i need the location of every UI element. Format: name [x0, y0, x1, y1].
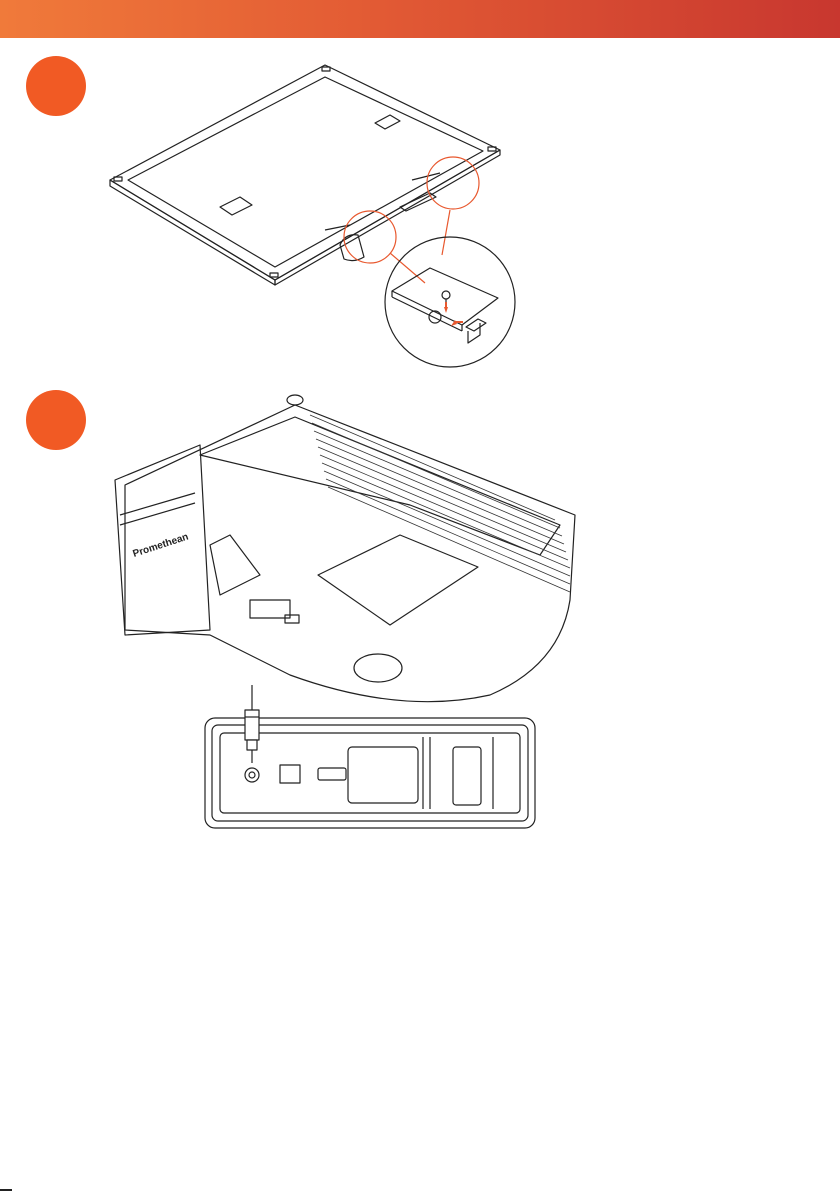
step-1-marker [26, 56, 86, 116]
projector-illustration: Promethean [100, 385, 590, 840]
footer-mark [0, 1189, 12, 1191]
projector-brand-label: Promethean [132, 532, 190, 560]
board-bracket-illustration [100, 55, 520, 375]
step-2-marker [26, 390, 86, 450]
header-bar [0, 0, 840, 38]
